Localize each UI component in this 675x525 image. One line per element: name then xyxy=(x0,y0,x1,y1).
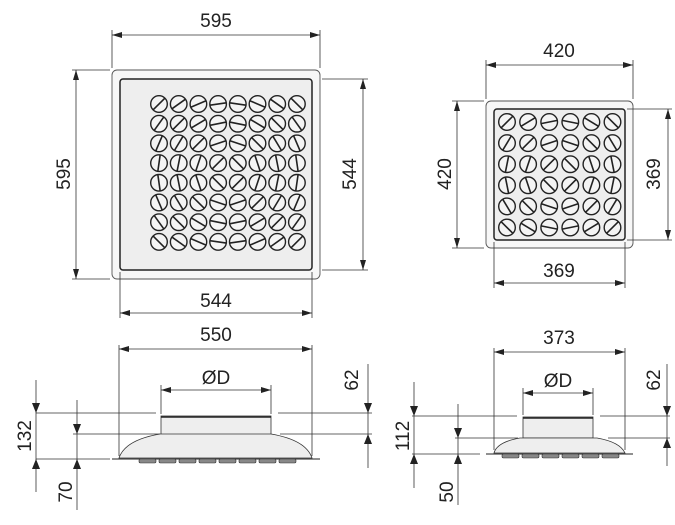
large-side-view: 550 ØD 62 132 70 xyxy=(15,325,372,510)
blade-icon xyxy=(561,453,580,459)
blade-icon xyxy=(178,458,197,464)
dim-neck-62: 62 xyxy=(644,369,665,390)
blade-icon xyxy=(521,453,540,459)
slot-grid xyxy=(149,94,306,251)
blade-icon xyxy=(581,453,600,459)
blade-icon xyxy=(158,458,177,464)
blade-icon xyxy=(258,458,277,464)
large-top-view: 595 595 544 544 xyxy=(54,11,368,318)
dim-height-420: 420 xyxy=(435,158,456,190)
dim-neck-62: 62 xyxy=(342,369,363,390)
blade-icon xyxy=(601,453,620,459)
blade-icon xyxy=(541,453,560,459)
blade-row xyxy=(138,458,297,464)
blade-row xyxy=(501,453,620,459)
dim-body-50: 50 xyxy=(437,481,458,502)
dim-diameter: ØD xyxy=(202,368,231,389)
dim-width-550: 550 xyxy=(200,325,232,346)
blade-icon xyxy=(218,458,237,464)
blade-icon xyxy=(278,458,297,464)
dim-inner-width-369: 369 xyxy=(543,261,575,282)
dim-width-373: 373 xyxy=(543,328,575,349)
dim-total-112: 112 xyxy=(393,421,414,451)
blade-icon xyxy=(138,458,157,464)
dim-inner-height-369: 369 xyxy=(644,158,665,190)
dim-width-595: 595 xyxy=(200,11,232,32)
blade-icon xyxy=(198,458,217,464)
dim-width-420: 420 xyxy=(543,41,575,62)
slot-grid xyxy=(498,112,622,237)
blade-icon xyxy=(501,453,520,459)
dim-diameter: ØD xyxy=(544,371,573,392)
dim-height-595: 595 xyxy=(54,158,75,190)
small-side-view: 373 ØD 62 112 50 xyxy=(393,328,671,505)
blade-icon xyxy=(238,458,257,464)
dim-inner-height-544: 544 xyxy=(340,158,361,190)
dim-body-70: 70 xyxy=(56,481,77,502)
small-top-view: 420 420 369 369 xyxy=(435,41,672,288)
dim-inner-width-544: 544 xyxy=(200,291,232,312)
dim-total-132: 132 xyxy=(15,420,36,452)
